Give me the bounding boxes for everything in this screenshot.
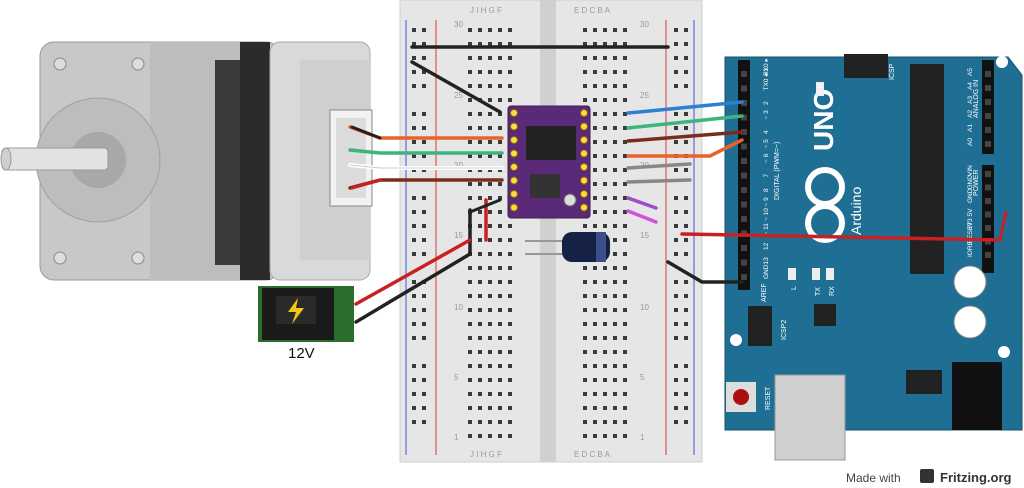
breadboard-row-letters-left-bottom: J I H G F [470, 450, 502, 459]
arduino-pin-label: ~ 5 [763, 139, 770, 149]
arduino-pin-label: ~ 11 [763, 223, 770, 236]
arduino-pin-label: 7 [763, 174, 770, 178]
arduino-pin-label: RX0 ▸ 0 [763, 52, 770, 76]
on-label: ON [817, 84, 824, 95]
breadboard-row-number: 15 [640, 231, 649, 240]
analog-label: ANALOG IN [973, 80, 980, 118]
arduino-pin-label: GND [763, 264, 770, 279]
arduino-pin-label: RESET [967, 222, 974, 244]
footer: Made with Fritzing.org [846, 468, 1022, 488]
breadboard-row-number: 25 [640, 91, 649, 100]
arduino-pin-label: GND [967, 175, 974, 190]
arduino-pin-label: A0 [967, 138, 974, 146]
arduino-pin-label: A2 [967, 110, 974, 118]
stepper-driver-module [507, 105, 591, 219]
dc-power-jack [258, 286, 354, 342]
arduino-pin-label: 2 [763, 101, 770, 105]
arduino-pin-label: GND [967, 188, 974, 203]
breadboard-row-number: 5 [454, 373, 459, 382]
arduino-pin-label: 8 [763, 188, 770, 192]
icsp2-label: ICSP2 [781, 320, 788, 340]
fritzing-logo-icon [920, 469, 934, 483]
icsp-label: ICSP [889, 63, 896, 80]
brand-name: Arduino [848, 187, 864, 235]
led-l-label: L [791, 286, 798, 290]
arduino-pin-label: 4 [763, 130, 770, 134]
breadboard-row-number: 1 [640, 433, 645, 442]
footer-made-with: Made with [846, 471, 901, 485]
arduino-pin-label: IOREF [967, 237, 974, 257]
arduino-pin-label: ~ 3 [763, 110, 770, 120]
power-label: POWER [973, 170, 980, 196]
arduino-pin-label: 5V [967, 208, 974, 217]
breadboard-row-number: 1 [454, 433, 459, 442]
breadboard-row-letters-left: J I H G F [470, 6, 502, 15]
lightning-icon [288, 298, 304, 324]
arduino-pin-label: ~ 10 [763, 208, 770, 221]
capacitor [525, 232, 610, 262]
digital-label: DIGITAL (PWM=~) [774, 142, 781, 200]
arduino-pin-label: 13 [763, 257, 770, 265]
power-jack-label: 12V [288, 345, 315, 362]
breadboard-row-number: 30 [454, 20, 463, 29]
arduino-pin-label: A1 [967, 124, 974, 132]
arduino-pin-label: TX0 ◂ 1 [763, 68, 770, 91]
arduino-pin-label: ~ 9 [763, 197, 770, 207]
arduino-pin-label: ~ 6 [763, 153, 770, 163]
led-rx-label: RX [829, 286, 836, 296]
board-name: UNO [808, 89, 839, 151]
breadboard-row-number: 10 [454, 303, 463, 312]
breadboard-row-number: 5 [640, 373, 645, 382]
breadboard-row-number: 20 [454, 161, 463, 170]
breadboard-row-number: 25 [454, 91, 463, 100]
wires [348, 45, 1008, 324]
led-tx-label: TX [815, 287, 822, 296]
breadboard-row-letters-right-bottom: E D C B A [574, 450, 611, 459]
breadboard-row-number: 10 [640, 303, 649, 312]
arduino-pin-label: A4 [967, 82, 974, 90]
breadboard-row-letters-right: E D C B A [574, 6, 611, 15]
arduino-pin-label: 12 [763, 242, 770, 250]
footer-brand[interactable]: Fritzing.org [940, 470, 1012, 485]
arduino-pin-label: 3V3 [967, 218, 974, 230]
stepper-motor [0, 41, 373, 281]
arduino-pin-label: VIN [967, 165, 974, 176]
breadboard-row-number: 15 [454, 231, 463, 240]
breadboard-row-number: 30 [640, 20, 649, 29]
reset-label: RESET [765, 386, 772, 410]
arduino-uno-board: UNO Arduino DIGITAL (PWM=~) ANALOG IN PO… [724, 52, 1023, 461]
arduino-pin-label: A3 [967, 96, 974, 104]
arduino-pin-label: A5 [967, 68, 974, 76]
aref-label: AREF [761, 283, 768, 302]
